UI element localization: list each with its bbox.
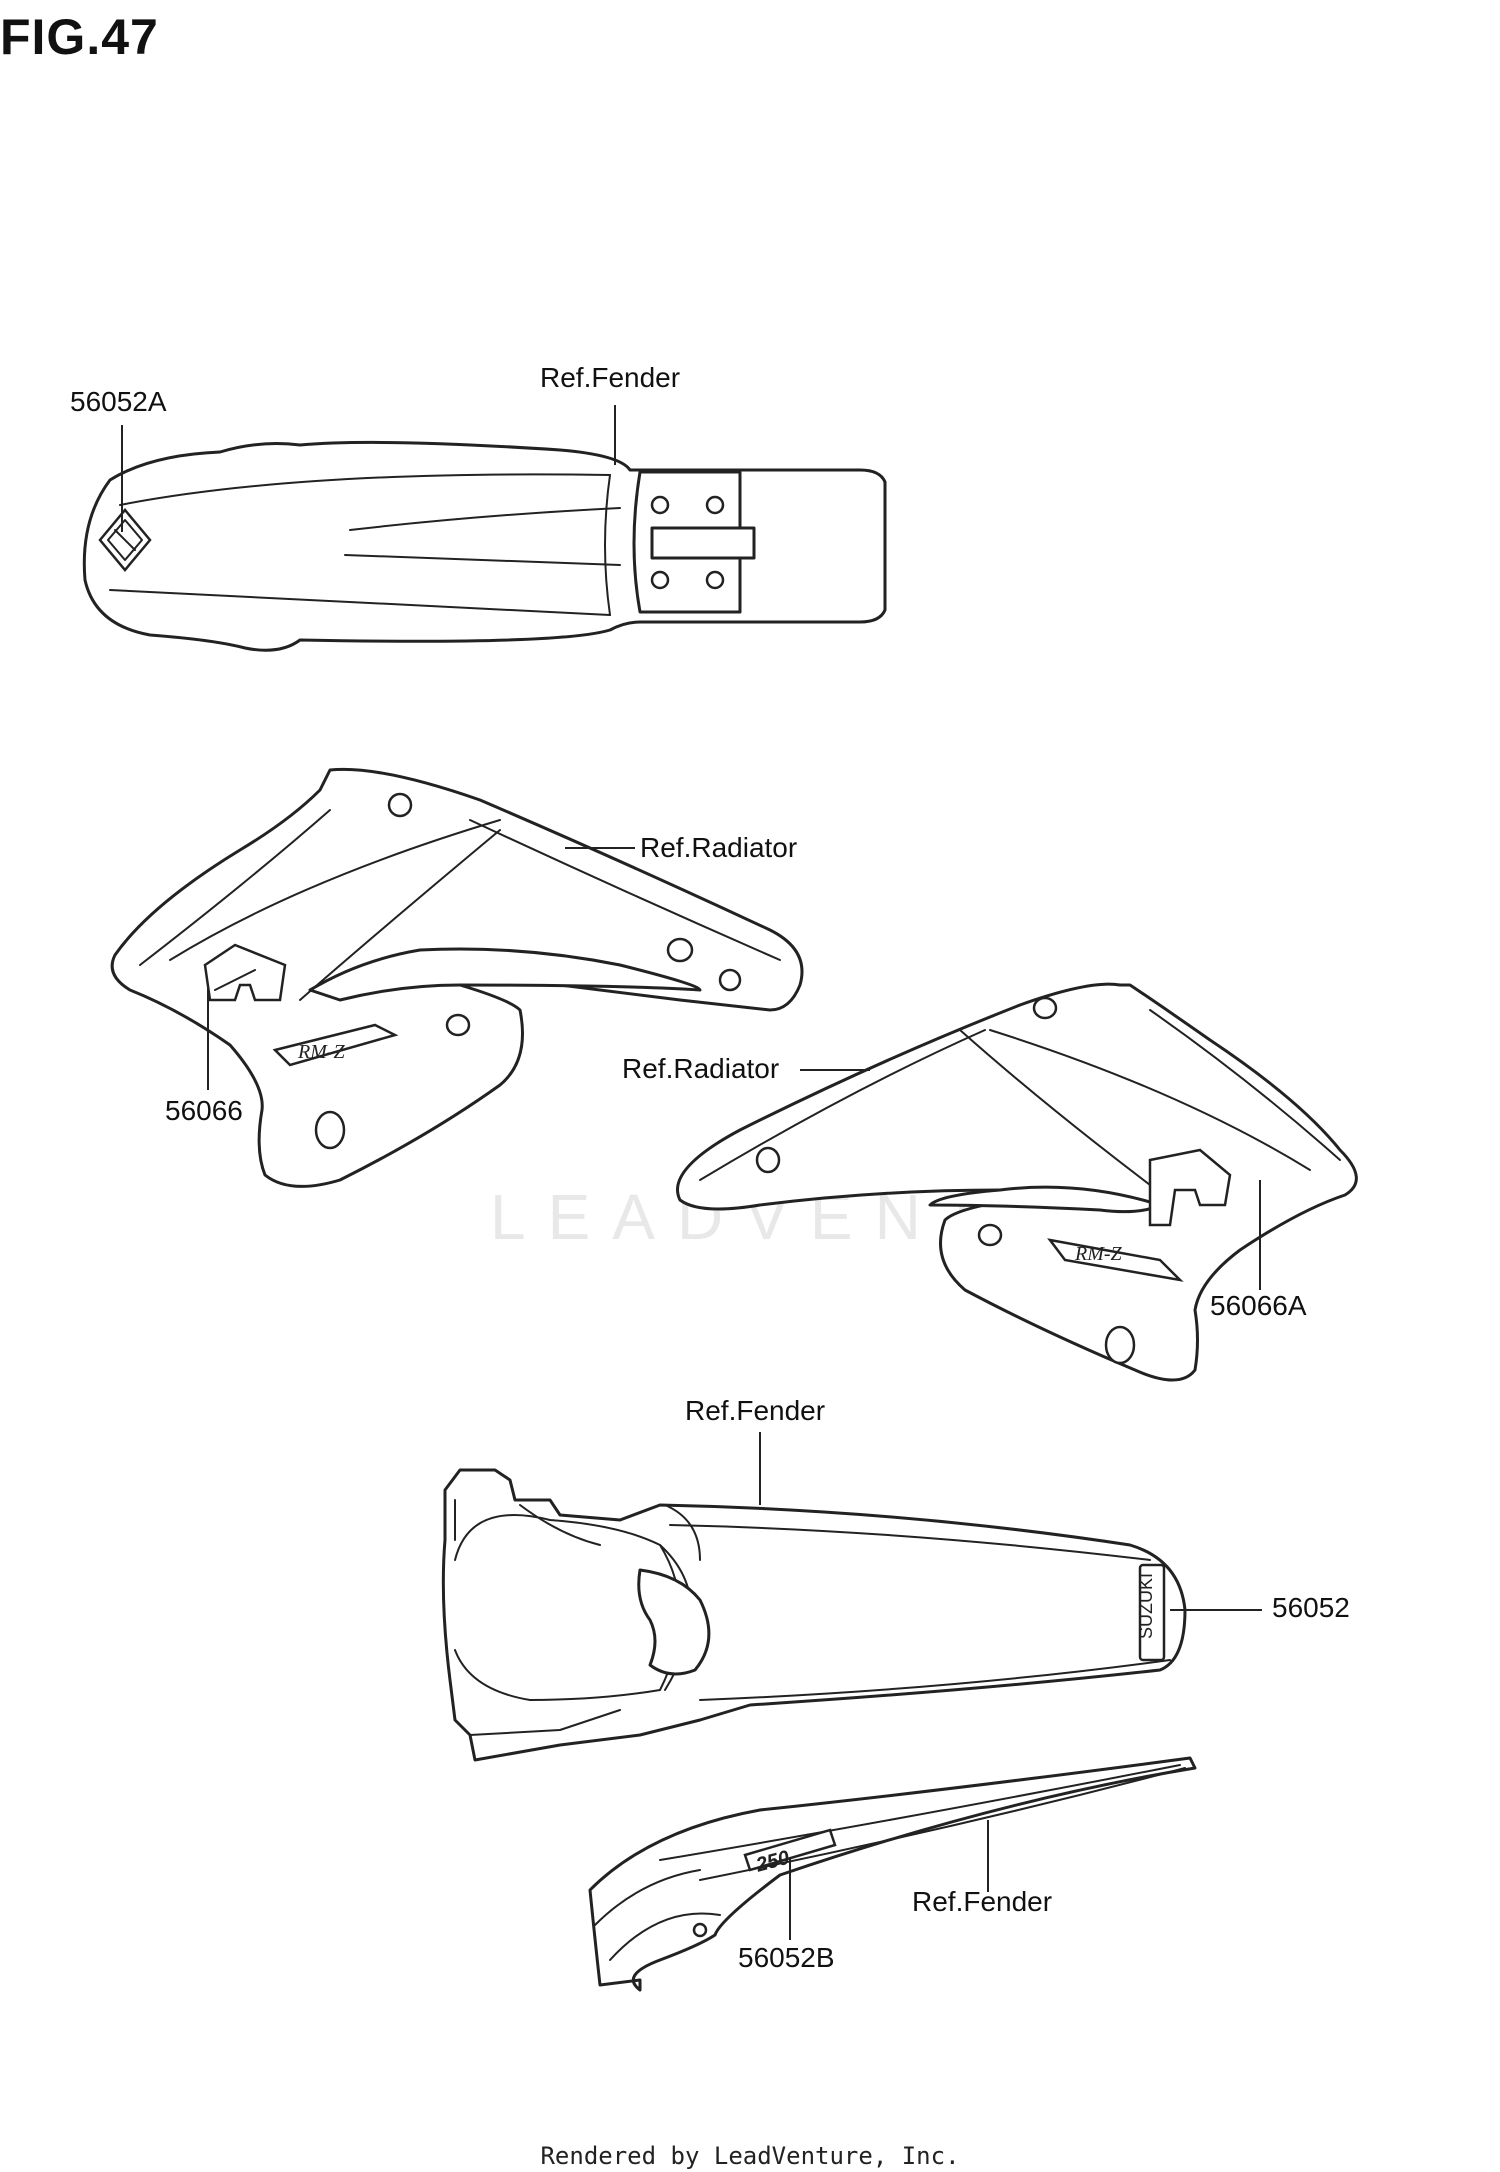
left-radiator-shroud: RM-Z [110,767,804,1188]
callout-56052: 56052 [1272,1592,1350,1623]
rmz-decal-right: RM-Z [1074,1243,1123,1265]
suzuki-s-logo-icon [98,508,152,572]
callout-56052A: 56052A [70,386,167,417]
suzuki-decal-text: SUZUKI [1136,1573,1156,1639]
callout-ref-fender-side: Ref.Fender [912,1886,1053,1917]
side-fender-panel: 250 [588,1756,1197,1992]
callout-ref-radiator-right: Ref.Radiator [622,1053,780,1084]
rear-fender: SUZUKI [441,1468,1187,1762]
callout-ref-radiator-left: Ref.Radiator [640,832,798,863]
callout-ref-fender-rear: Ref.Fender [685,1395,826,1426]
callout-56066: 56066 [165,1095,243,1126]
callout-56052B: 56052B [738,1942,835,1973]
front-fender [82,440,887,652]
callout-ref-fender-front: Ref.Fender [540,362,681,393]
figure-title: FIG.47 [0,9,159,65]
right-radiator-shroud: RM-Z [676,982,1358,1382]
leader-lines [121,405,1262,1940]
rmz-decal-left: RM-Z [297,1041,346,1063]
footer-credit: Rendered by LeadVenture, Inc. [540,2142,960,2170]
callout-56066A: 56066A [1210,1290,1307,1321]
